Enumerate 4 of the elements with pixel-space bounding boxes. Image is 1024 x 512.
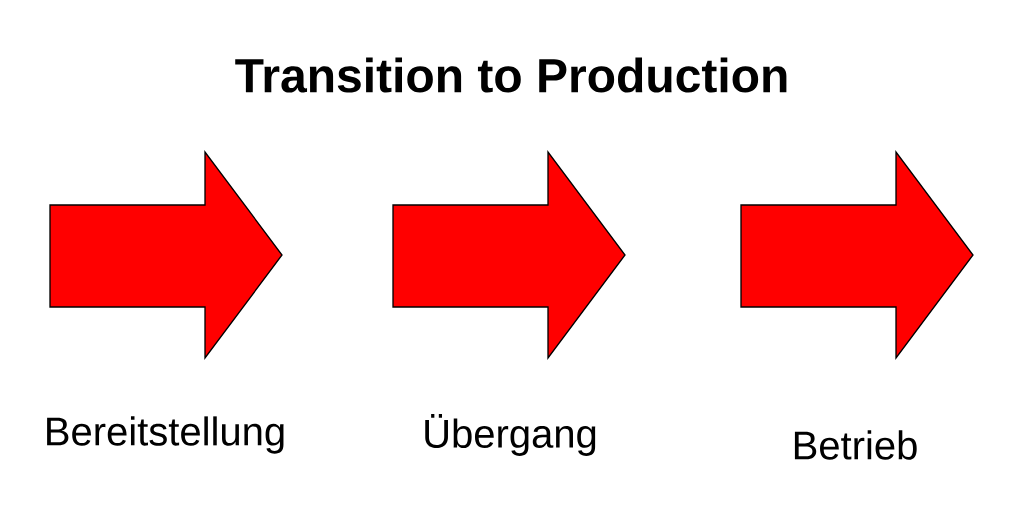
arrow-label: Betrieb — [794, 430, 917, 460]
arrow-label: Bereitstellung — [47, 416, 284, 454]
arrow-label: Übergang — [425, 414, 596, 456]
title: Transition to Production — [235, 57, 787, 93]
